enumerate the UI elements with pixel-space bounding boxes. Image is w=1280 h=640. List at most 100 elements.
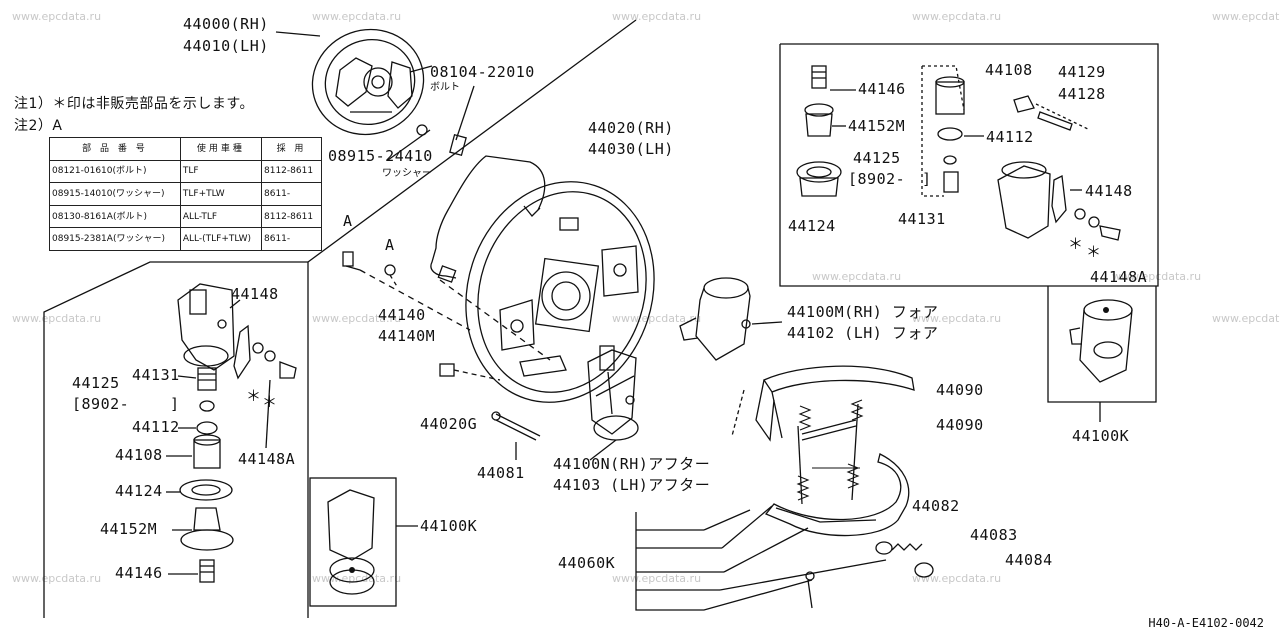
watermark: www.epcdata.ru (312, 10, 402, 23)
part-label: 44124 (788, 217, 836, 235)
divider-diagonal (307, 19, 637, 263)
right-subinset-assembly (1069, 299, 1133, 383)
watermark: www.epcdata.ru (912, 10, 1002, 23)
part-label: [8902- (72, 395, 130, 413)
wheel-cylinder-rear (587, 345, 639, 461)
table-cell: 08121-01610(ボルト) (49, 159, 181, 184)
part-label: 44152M (848, 117, 906, 135)
part-label: ] (170, 395, 180, 413)
watermark: www.epcdata.ru (12, 312, 102, 325)
drawing-code: H40-A-E4102-0042 (1148, 616, 1264, 630)
part-label: 44090 (936, 416, 984, 434)
left-section-frame (43, 261, 309, 618)
part-label: 44030(LH) (588, 140, 674, 158)
pin-44081 (491, 411, 541, 460)
part-label: 44102 (LH) フォア (787, 324, 939, 342)
spring-44083 (875, 541, 934, 578)
table-header: 採 用 (261, 137, 322, 161)
part-label: 44129 (1058, 63, 1106, 81)
part-label: 44060K (558, 554, 616, 572)
table-cell: 8112-8611 (261, 159, 322, 184)
table-cell: ALL-TLF (179, 204, 263, 229)
part-label: 44083 (970, 526, 1018, 544)
part-label: 44128 (1058, 85, 1106, 103)
part-label: ] (922, 170, 932, 188)
right-inset-frame (779, 43, 1159, 287)
watermark: www.epcdata.ru (612, 572, 702, 585)
note-1: 注1）＊印は非販売部品を示します。 (14, 96, 255, 112)
spring-44090 (796, 399, 864, 501)
part-label: 44131 (898, 210, 946, 228)
part-label: 44148A (1090, 268, 1148, 286)
part-label: 44081 (477, 464, 525, 482)
watermark: www.epcdata.ru (1112, 270, 1202, 283)
bolt-08104 (275, 31, 475, 161)
backing-plate-small (311, 28, 425, 136)
inset-assembly-mid (327, 489, 418, 595)
nipple-44020g (439, 363, 501, 381)
right-inset-parts (796, 65, 1121, 241)
part-label: 44108 (115, 446, 163, 464)
part-label: 44100K (1072, 427, 1130, 445)
table-cell: 08130-8161A(ボルト) (49, 204, 181, 229)
leader-44060k (635, 505, 887, 611)
watermark: www.epcdata.ru (12, 10, 102, 23)
brake-shoe (731, 365, 915, 537)
part-label: 44148 (231, 285, 279, 303)
part-label: ワッシャー (382, 168, 432, 179)
part-label: 44146 (115, 564, 163, 582)
watermark: www.epcdata.ru (1212, 10, 1280, 23)
table-row: 08915-14010(ワッシャー) TLF+TLW 8611- (49, 182, 322, 206)
part-label: 44108 (985, 61, 1033, 79)
left-leaders (166, 299, 271, 575)
part-label: 44146 (858, 80, 906, 98)
part-label: 44020G (420, 415, 478, 433)
part-label: 44100N(RH)アフター (553, 455, 711, 473)
table-cell: 08915-2381A(ワッシャー) (49, 227, 181, 251)
table-cell: 8112-8611 (261, 204, 322, 229)
right-subinset-frame (1047, 286, 1157, 403)
star-mark: ＊ (1086, 243, 1102, 261)
part-label: 44082 (912, 497, 960, 515)
part-label: 44124 (115, 482, 163, 500)
star-mark: ＊ (262, 393, 278, 411)
part-label: 44131 (132, 366, 180, 384)
part-label: [8902- (848, 170, 906, 188)
pin-44060 (805, 571, 815, 609)
table-cell: 08915-14010(ワッシャー) (49, 182, 181, 206)
brake-pipe (430, 155, 546, 279)
part-label: 44152M (100, 520, 158, 538)
watermark: www.epcdata.ru (1212, 312, 1280, 325)
watermark: www.epcdata.ru (12, 572, 102, 585)
part-label: 44090 (936, 381, 984, 399)
watermark: www.epcdata.ru (612, 312, 702, 325)
part-label: 44140M (378, 327, 436, 345)
table-row: 08130-8161A(ボルト) ALL-TLF 8112-8611 (49, 204, 322, 229)
table-row: 08915-2381A(ワッシャー) ALL-(TLF+TLW) 8611- (49, 227, 322, 251)
table-header: 使用車種 (179, 137, 263, 161)
part-label: 44112 (986, 128, 1034, 146)
left-wheel-cylinder (177, 283, 297, 380)
part-label: 44140 (378, 306, 426, 324)
star-mark: ＊ (246, 387, 262, 405)
bolt-a (342, 251, 471, 331)
note-2: 注2）A (14, 118, 63, 134)
watermark: www.epcdata.ru (812, 270, 902, 283)
part-label: 44148A (238, 450, 296, 468)
watermark: www.epcdata.ru (912, 312, 1002, 325)
table-cell: 8611- (261, 227, 322, 251)
watermark: www.epcdata.ru (912, 572, 1002, 585)
spec-table: 部 品 番 号 使用車種 採 用 08121-01610(ボルト) TLF 81… (49, 137, 322, 251)
part-label: 44100K (420, 517, 478, 535)
part-label: 08104-22010 (430, 63, 535, 81)
part-label: ボルト (430, 82, 460, 93)
wheel-cylinder-front (679, 277, 783, 361)
table-cell: 8611- (261, 182, 322, 206)
watermark: www.epcdata.ru (612, 10, 702, 23)
part-label: 44125 (853, 149, 901, 167)
part-label: 44000(RH) (183, 15, 269, 33)
part-label: A (343, 212, 353, 230)
table-cell: ALL-(TLF+TLW) (179, 227, 263, 251)
